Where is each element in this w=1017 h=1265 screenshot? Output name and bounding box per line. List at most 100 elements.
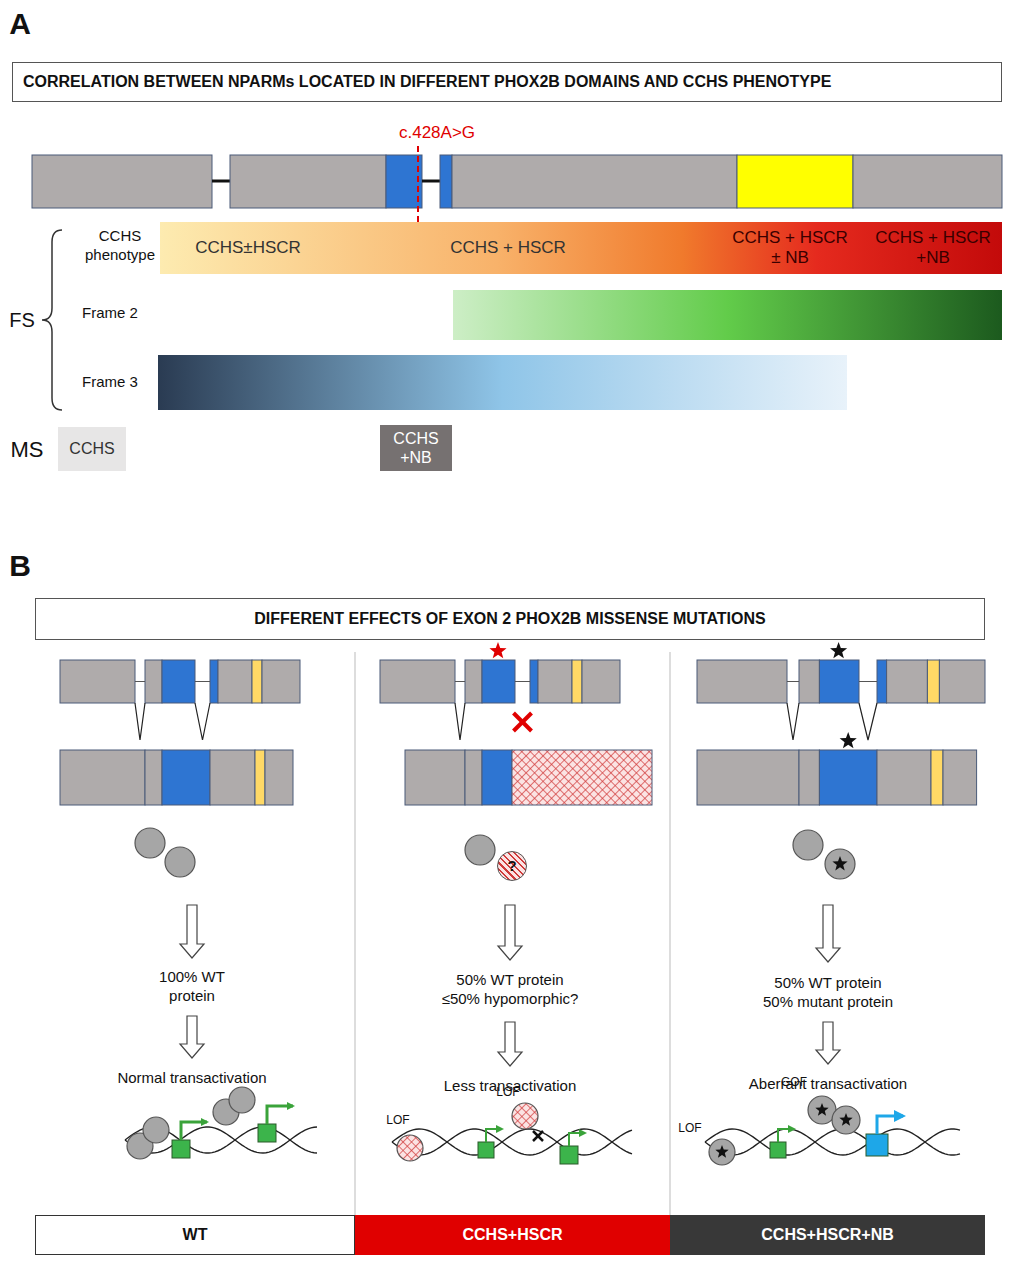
exon [482,660,515,703]
exon-1 [32,155,212,208]
mutation-star [715,1145,728,1158]
phenotype-bar: CCHS+HSCR+NB [670,1215,985,1255]
mutation-star [830,642,847,658]
label: Normal transactivation [117,1069,266,1088]
label: B [9,547,31,585]
mrna-exon [819,750,877,805]
mutation-star [832,856,847,870]
splice-line [135,703,145,740]
node-text: ? [507,857,516,875]
frame2-bar [453,290,1002,340]
exon-3 [452,155,737,208]
label: A [9,5,31,43]
flow-arrow [498,905,522,960]
exon [799,660,819,703]
splice-line [859,703,877,740]
missense-box: CCHS [58,427,126,471]
transcription-arrow [877,1116,903,1134]
label: 100% WT protein [152,968,232,1006]
flow-arrow [180,905,204,958]
exon [927,660,939,703]
artwork [32,146,1002,1215]
intron-line [787,681,799,682]
protein-circle [825,849,855,879]
exon [877,660,887,703]
lof-protein [709,1139,735,1165]
exon [210,660,218,703]
node-text: CORRELATION BETWEEN NPARMs LOCATED IN DI… [23,72,831,91]
transcription-arrow [267,1106,293,1124]
blocked-x [533,1131,543,1141]
mutation-star [815,1103,828,1116]
transcription-arrow [569,1133,585,1146]
splice-line [787,703,799,740]
dna-strand [392,1129,632,1155]
title-box: DIFFERENT EFFECTS OF EXON 2 PHOX2B MISSE… [35,598,985,640]
exon [939,660,985,703]
label: GOF [781,1075,807,1090]
mrna-exon [931,750,943,805]
label: FS [9,308,35,333]
node-text: CCHS+HSCR [462,1225,562,1244]
intron-line [212,180,230,183]
exon [530,660,538,703]
label: c.428A>G [399,122,475,143]
intron-line [135,681,145,682]
phenotype-band: CCHS±HSCRCCHS + HSCRCCHS + HSCR ± NBCCHS… [160,222,1002,274]
promoter-box [560,1146,578,1164]
label: Aberrant transactivation [749,1075,907,1094]
exon [145,660,162,703]
transcription-arrow [181,1122,207,1140]
node-text: CCHS±HSCR [173,238,323,258]
column-divider [355,652,356,1215]
exon [538,660,572,703]
node-text: CCHS +NB [384,429,448,467]
blocked-x [533,1131,543,1141]
mrna-exon [255,750,265,805]
homeodomain-part [386,155,422,208]
splice-block-x [514,713,532,731]
splice-block-x [514,713,532,731]
node-text: CCHS [69,439,114,458]
splice-line [195,703,210,740]
phenotype-bar: CCHS+HSCR [355,1215,670,1255]
protein-circle [465,835,495,865]
label: Frame 2 [82,304,138,323]
hypomorphic-protein: ? [497,851,527,881]
gof-protein [832,1106,860,1134]
node-text: CCHS + HSCR +NB [871,228,996,269]
lof-protein [512,1103,538,1129]
mrna-exon [162,750,210,805]
node-text: DIFFERENT EFFECTS OF EXON 2 PHOX2B MISSE… [254,609,765,628]
exon [572,660,582,703]
mutation-star [840,732,857,748]
flow-arrow [498,1022,522,1066]
mrna-exon [210,750,255,805]
exon [262,660,300,703]
column-divider [670,652,671,1215]
transcription-arrow [778,1129,794,1142]
promoter-box [478,1142,494,1158]
title-box: CORRELATION BETWEEN NPARMs LOCATED IN DI… [12,62,1002,102]
protein-circle [165,847,195,877]
dna-strand [392,1129,632,1155]
frame3-bar [158,355,847,410]
protein-circle [229,1087,255,1113]
dna-strand [705,1129,960,1155]
mrna-exon [60,750,145,805]
mrna-exon [877,750,931,805]
mrna-exon [943,750,977,805]
exon [218,660,252,703]
mrna-exon [465,750,482,805]
promoter-box [258,1124,276,1142]
exon [819,660,859,703]
mutation-star [839,1113,852,1126]
label: LOF [678,1121,701,1136]
exon-2 [230,155,386,208]
promoter-box [770,1142,786,1158]
label: Frame 3 [82,373,138,392]
exon [162,660,195,703]
promoter-box [866,1134,888,1156]
label: 50% WT protein ≤50% hypomorphic? [439,971,581,1009]
